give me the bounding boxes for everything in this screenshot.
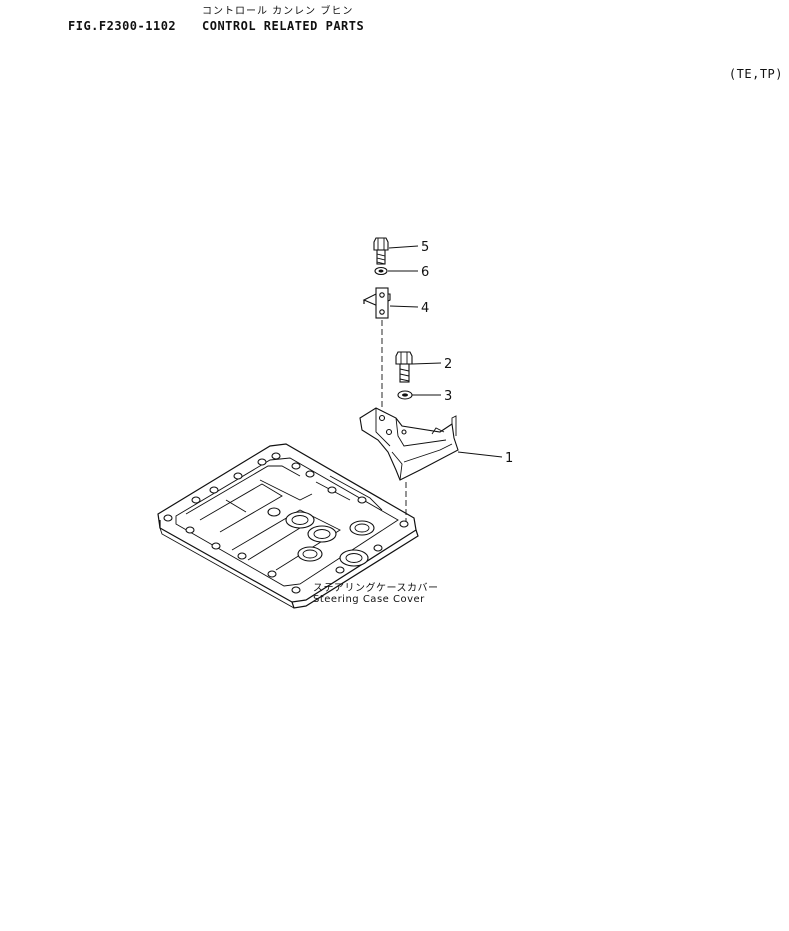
- model-codes: (TE,TP): [728, 67, 783, 81]
- part-4-clamp: [362, 287, 391, 319]
- callout-4: 4: [421, 301, 429, 316]
- part-5-bolt: [373, 237, 389, 265]
- callout-3: 3: [444, 389, 452, 404]
- caption-english: Steering Case Cover: [313, 594, 425, 605]
- leader-1: [457, 451, 503, 458]
- japanese-title: コントロール カンレン ブヒン: [202, 6, 354, 17]
- part-3-washer: [397, 390, 413, 400]
- leader-5: [388, 245, 419, 249]
- figure-title: CONTROL RELATED PARTS: [202, 19, 365, 33]
- part-6-washer: [374, 266, 388, 276]
- caption-japanese: ステアリングケースカバー: [313, 581, 439, 594]
- callout-6: 6: [421, 265, 429, 280]
- figure-number: FIG.F2300-1102: [68, 19, 177, 33]
- leader-4: [389, 305, 419, 308]
- leader-2: [411, 362, 442, 365]
- part-1-bracket: [359, 407, 459, 481]
- steering-case-cover: [157, 443, 419, 609]
- part-2-bolt: [395, 351, 413, 383]
- callout-1: 1: [505, 451, 513, 466]
- callout-5: 5: [421, 240, 429, 255]
- callout-2: 2: [444, 357, 452, 372]
